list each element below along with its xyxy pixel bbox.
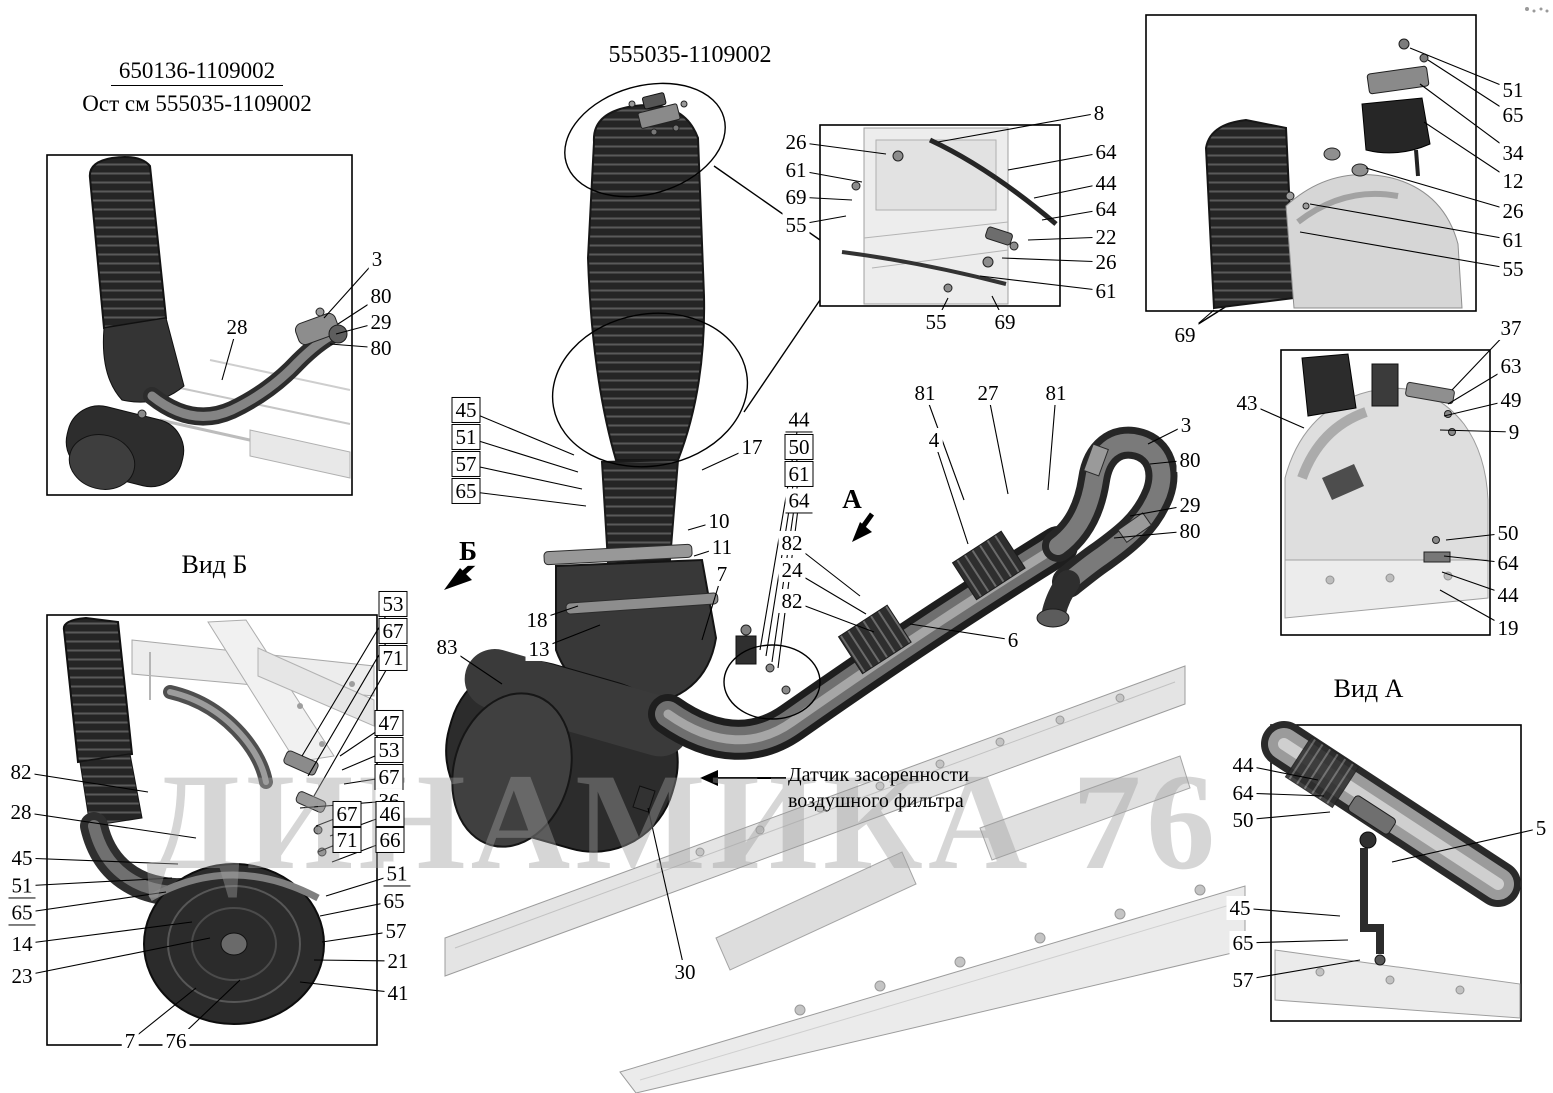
leader-line-41 xyxy=(299,981,399,994)
leader-line-57 xyxy=(1242,959,1361,981)
chassis-frame xyxy=(444,665,1246,1093)
sensor-body xyxy=(1371,363,1399,407)
leader-line-65 xyxy=(465,490,587,507)
mount-bracket xyxy=(1361,97,1431,154)
view-b-title: Вид Б xyxy=(181,550,248,579)
drain-valve xyxy=(632,785,656,813)
leader-line-81 xyxy=(1047,392,1057,491)
leader-line-10 xyxy=(687,520,720,531)
pipe-bellows-2 xyxy=(951,530,1026,601)
elbow-coupling-2 xyxy=(1117,512,1152,544)
leader-line-4 xyxy=(933,439,969,545)
support-rod xyxy=(928,137,1058,226)
leader-line-26 xyxy=(795,141,887,155)
inset-arch-art xyxy=(1284,353,1489,619)
leader-line-6 xyxy=(909,623,1014,641)
frame-holes xyxy=(695,693,1206,1016)
leader-line-65 xyxy=(1242,939,1349,944)
snorkel xyxy=(88,156,168,330)
leader-line-21 xyxy=(313,959,399,962)
leader-line-9 xyxy=(1439,429,1515,433)
leader-line-82 xyxy=(791,542,861,597)
inset-cab-art xyxy=(841,127,1058,305)
leader-line-5 xyxy=(1391,827,1542,863)
leader-line-64 xyxy=(1007,151,1107,171)
clamp-band-lower xyxy=(565,592,719,615)
leader-line-50 xyxy=(1242,811,1331,821)
alt-code: 650136-1109002 xyxy=(110,58,284,86)
leader-line-53 xyxy=(301,603,394,757)
filter-end-cap xyxy=(451,692,573,848)
leader-line-17 xyxy=(701,446,753,471)
mount-plate xyxy=(1366,65,1430,95)
inset-view-a-art xyxy=(1261,721,1521,1019)
leader-line-65 xyxy=(1427,59,1514,116)
leader-line-44 xyxy=(759,419,800,651)
snorkel xyxy=(1204,118,1296,310)
leader-line-82 xyxy=(791,600,875,633)
leader-line-14 xyxy=(21,921,193,945)
leader-line-71 xyxy=(313,657,394,797)
snorkel xyxy=(62,616,134,764)
support-bracket xyxy=(1360,848,1384,954)
leader-line-55 xyxy=(1299,231,1514,270)
alt-title-block: 650136-1109002 Ост см 555035-1109002 xyxy=(27,58,367,117)
leader-line-3 xyxy=(323,258,378,319)
leader-line-81 xyxy=(924,392,965,501)
pipe-clamp xyxy=(1348,795,1396,835)
leader-line-50 xyxy=(765,446,800,657)
stack-top-cap xyxy=(637,92,681,129)
stack-bellows xyxy=(600,458,680,564)
leader-line-51 xyxy=(465,436,579,473)
clamp-band-upper xyxy=(543,543,693,566)
leader-line-45 xyxy=(21,857,179,865)
leader-line-26 xyxy=(1001,257,1107,263)
leader-line-26 xyxy=(1365,167,1514,212)
leader-line-12 xyxy=(1423,121,1514,182)
leader-line-34 xyxy=(1419,83,1514,154)
sensor-note-line1: Датчик засоренности xyxy=(788,764,969,786)
leader-line-82 xyxy=(20,771,149,793)
intake-stack xyxy=(586,104,706,461)
view-a-title: Вид А xyxy=(1333,674,1404,703)
sensor-arrow xyxy=(700,770,786,786)
leader-line-69 xyxy=(1184,309,1215,336)
leader-line-30 xyxy=(647,807,686,973)
leader-line-7 xyxy=(129,987,197,1042)
leader-line-23 xyxy=(21,937,211,977)
inset-left-art xyxy=(65,156,351,490)
leader-lines xyxy=(20,47,1542,1042)
leader-line-61 xyxy=(979,275,1107,292)
alt-ref: Ост см 555035-1109002 xyxy=(82,91,312,116)
leader-line-45 xyxy=(1239,907,1341,917)
inset-view-b-art xyxy=(62,616,375,1025)
main-title: 555035-1109002 xyxy=(608,42,772,68)
pipe-bellows-1 xyxy=(837,604,912,675)
leader-line-11 xyxy=(693,546,723,557)
leader-line-51 xyxy=(21,877,173,887)
leader-line-64 xyxy=(777,500,800,669)
direction-arrows xyxy=(444,512,875,590)
corner-marks xyxy=(1525,7,1549,13)
leader-line-64 xyxy=(1242,792,1325,797)
leader-line-45 xyxy=(465,409,575,456)
duct-sensor-boss xyxy=(735,635,757,665)
leader-line-8 xyxy=(937,112,1100,143)
leader-line-51 xyxy=(1409,47,1514,91)
leader-line-27 xyxy=(987,392,1009,495)
leader-line-28 xyxy=(20,811,197,839)
sensor-note-line2: воздушного фильтра xyxy=(788,790,964,812)
elbow-coupling-1 xyxy=(1083,443,1109,477)
leader-line-65 xyxy=(21,891,167,914)
sensor-note: Датчик засоренности воздушного фильтра xyxy=(788,762,969,814)
leader-line-57 xyxy=(465,463,583,490)
leader-line-61 xyxy=(1309,203,1514,241)
